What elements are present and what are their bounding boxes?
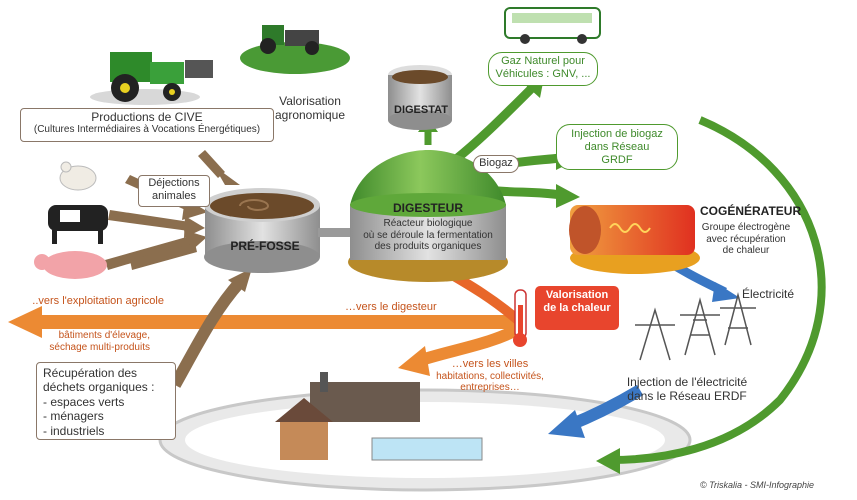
heat-arrow-to-city bbox=[413, 322, 523, 368]
vers-exploitation-sub: bâtiments d'élevage, séchage multi-produ… bbox=[10, 330, 150, 353]
digesteur-art bbox=[348, 150, 508, 282]
cive-subtitle: (Cultures Intermédiaires à Vocations Éne… bbox=[33, 124, 261, 136]
recup-line-1: Récupération des bbox=[43, 366, 138, 380]
prefosse-tank-art bbox=[204, 188, 320, 273]
electricite-label: Électricité bbox=[742, 287, 795, 301]
valorisation-agro-line-2: agronomique bbox=[274, 107, 346, 122]
cogen-desc-line-3: de chaleur bbox=[722, 245, 770, 256]
vers-villes-label: …vers les villes habitations, collectivi… bbox=[425, 358, 555, 394]
digesteur-label: DIGESTEUR bbox=[392, 201, 463, 215]
recuperation-box: Récupération des déchets organiques : - … bbox=[36, 362, 176, 440]
vers-villes-sub-1: habitations, collectivités, bbox=[436, 370, 544, 382]
cive-title: Productions de CIVE bbox=[91, 110, 203, 124]
tractor-spreader-art bbox=[240, 25, 350, 74]
vers-exploitation-label: ..vers l'exploitation agricole bbox=[4, 295, 164, 308]
animals-art bbox=[34, 161, 108, 279]
digesteur-desc-line-3: des produits organiques bbox=[374, 241, 482, 252]
gnv-label-box: Gaz Naturel pour Véhicules : GNV, ... bbox=[488, 52, 598, 86]
thermometer-art bbox=[513, 289, 527, 347]
tractor-art bbox=[90, 52, 213, 105]
digestat-tank-art bbox=[388, 65, 452, 130]
biogaz-label: Biogaz bbox=[473, 155, 519, 173]
pipe-art bbox=[318, 228, 354, 237]
valorisation-agronomique-label: Valorisation agronomique bbox=[255, 94, 365, 123]
heat-label-bg bbox=[535, 286, 619, 330]
bus-art bbox=[504, 7, 601, 44]
gnv-line-1: Gaz Naturel pour bbox=[501, 55, 585, 67]
valorisation-chaleur-line-2: de la chaleur bbox=[543, 301, 611, 314]
vers-exploitation-sub-2: séchage multi-produits bbox=[49, 341, 150, 353]
cogen-desc-line-1: Groupe électrogène bbox=[701, 222, 791, 233]
city-art bbox=[275, 372, 483, 461]
valorisation-agro-line-1: Valorisation bbox=[279, 94, 341, 108]
digesteur-desc-line-2: où se déroule la fermentation bbox=[363, 229, 493, 241]
pylons-art bbox=[635, 292, 756, 361]
injection-biogaz-line-3: GRDF bbox=[601, 154, 633, 167]
gnv-line-2: Véhicules : GNV, ... bbox=[495, 68, 591, 81]
vers-exploitation-sub-1: bâtiments d'élevage, bbox=[58, 330, 150, 341]
injection-biogaz-line-1: Injection de biogaz bbox=[571, 128, 663, 140]
cive-label-box: Productions de CIVE (Cultures Intermédia… bbox=[20, 108, 274, 142]
dejections-line-2: animales bbox=[151, 190, 197, 203]
cogenerateur-label: COGÉNÉRATEUR bbox=[700, 204, 802, 218]
credit-label: © Triskalia - SMI-Infographie bbox=[700, 480, 814, 490]
digesteur-description: Réacteur biologique où se déroule la fer… bbox=[350, 218, 506, 253]
dejections-line-1: Déjections bbox=[148, 177, 200, 189]
valorisation-chaleur-label: Valorisation de la chaleur bbox=[537, 289, 617, 314]
injection-biogaz-box: Injection de biogaz dans Réseau GRDF bbox=[556, 124, 678, 170]
cogen-desc-line-2: avec récupération bbox=[706, 233, 786, 245]
recup-line-2: déchets organiques : bbox=[43, 380, 155, 395]
valorisation-chaleur-line-1: Valorisation bbox=[545, 289, 609, 301]
injection-biogaz-line-2: dans Réseau bbox=[584, 141, 650, 154]
prefosse-label: PRÉ-FOSSE bbox=[230, 239, 300, 253]
digesteur-desc-line-1: Réacteur biologique bbox=[383, 218, 473, 229]
recup-line-5: - industriels bbox=[43, 423, 105, 438]
vers-villes-title: …vers les villes bbox=[451, 358, 529, 370]
dejections-label-box: Déjections animales bbox=[138, 175, 210, 207]
digestat-label: DIGESTAT bbox=[394, 104, 448, 116]
vers-digesteur-label: …vers le digesteur bbox=[345, 301, 437, 313]
cogenerateur-description: Groupe électrogène avec récupération de … bbox=[696, 222, 796, 257]
injection-elec-line-1: Injection de l'électricité bbox=[626, 375, 748, 389]
vers-exploitation-title: ..vers l'exploitation agricole bbox=[32, 295, 164, 307]
recup-line-4: - ménagers bbox=[43, 409, 104, 424]
recup-line-3: - espaces verts bbox=[43, 394, 125, 409]
cogenerator-art bbox=[569, 205, 700, 274]
injection-elec-line-2: dans le Réseau ERDF bbox=[627, 388, 747, 403]
injection-electricite-label: Injection de l'électricité dans le Résea… bbox=[612, 375, 762, 404]
vers-villes-sub-2: entreprises… bbox=[460, 382, 520, 394]
